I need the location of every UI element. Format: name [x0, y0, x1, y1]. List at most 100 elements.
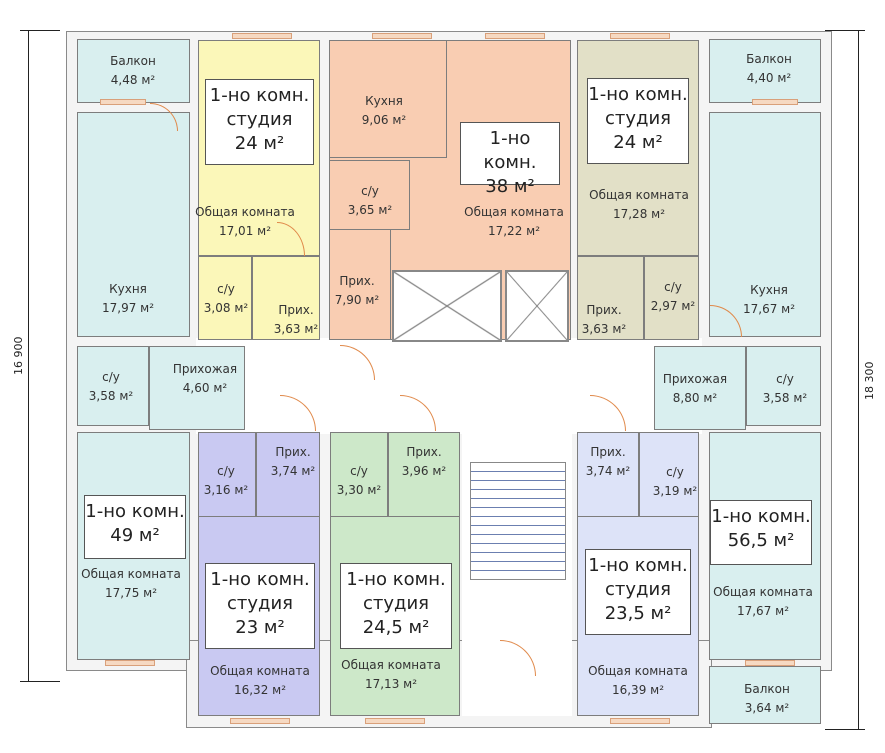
room-area: 3,63 м² [581, 322, 627, 336]
room-balcony-br [709, 666, 821, 724]
room-name: Общая комната [81, 567, 181, 581]
dimension-line-left [28, 30, 29, 682]
room-name: Кухня [365, 94, 403, 108]
room-name: Балкон [110, 54, 156, 68]
apt-type: 1-но комн. [483, 128, 537, 173]
room-area: 17,28 м² [612, 207, 666, 221]
apartment-label-purple: 1-но комн. студия 23 м² [205, 563, 315, 649]
room-area: 3,64 м² [744, 701, 790, 715]
room-area: 17,67 м² [742, 302, 796, 316]
room-name: Прих. [275, 445, 311, 459]
room-label: с/у 3,30 м² [337, 462, 381, 500]
apt-subtype: студия [226, 593, 293, 614]
apt-area: 38 м² [485, 176, 535, 197]
room-name: Балкон [744, 682, 790, 696]
elevator-shaft [392, 270, 502, 342]
room-name: Прих. [406, 445, 442, 459]
room-name: с/у [350, 464, 368, 478]
room-label: Общая комната 17,28 м² [589, 186, 689, 224]
apartment-label-left: 1-но комн.49 м² [84, 495, 186, 559]
apt-subtype: студия [604, 579, 671, 600]
room-area: 2,97 м² [650, 299, 696, 313]
room-y-hall [252, 256, 320, 340]
room-name: Прих. [586, 303, 622, 317]
room-area: 3,30 м² [336, 483, 382, 497]
apt-type: 1-но комн. [346, 569, 446, 590]
room-name: Общая комната [195, 205, 295, 219]
apt-area: 56,5 м² [727, 530, 795, 551]
apartment-label-orange: 1-но комн. 38 м² [460, 122, 560, 197]
window [610, 718, 670, 724]
dimension-tick [825, 30, 865, 31]
room-label: с/у 3,58 м² [89, 368, 133, 406]
room-area: 17,67 м² [736, 604, 790, 618]
window [232, 33, 292, 39]
room-name: Общая комната [713, 585, 813, 599]
room-name: Общая комната [210, 664, 310, 678]
apt-type: 1-но комн. [209, 85, 310, 106]
dimension-left-label: 16 900 [12, 336, 25, 376]
room-label: Прих. 3,74 м² [271, 443, 315, 481]
dimension-line-right [858, 30, 859, 730]
room-name: Прих. [590, 445, 626, 459]
room-label: Балкон 3,64 м² [744, 680, 790, 718]
apt-type: 1-но комн. [210, 569, 310, 590]
room-balcony-tl [77, 39, 190, 103]
room-g-hall [388, 432, 460, 517]
staircase [470, 462, 566, 580]
room-area: 8,80 м² [672, 391, 718, 405]
apt-type: 1-но комн. [711, 506, 811, 527]
room-area: 3,58 м² [88, 389, 134, 403]
room-p-hall [256, 432, 320, 517]
room-area: 4,60 м² [182, 381, 228, 395]
room-wc-l [77, 346, 149, 426]
room-balcony-tr [709, 39, 821, 103]
window [100, 99, 146, 105]
room-area: 16,39 м² [611, 683, 665, 697]
room-name: с/у [217, 282, 235, 296]
room-label: Прих.7,90 м² [335, 272, 379, 310]
room-kitchen-l [77, 112, 190, 337]
room-area: 17,75 м² [104, 586, 158, 600]
apt-area: 23,5 м² [604, 603, 672, 624]
apt-area: 24,5 м² [362, 617, 430, 638]
window [485, 33, 545, 39]
room-area: 9,06 м² [361, 113, 407, 127]
room-label: Общая комната 17,67 м² [713, 583, 813, 621]
room-label: Прих.3,96 м² [402, 443, 446, 481]
room-label: Прих.3,74 м² [586, 443, 630, 481]
window [372, 33, 432, 39]
room-label: Прих. 3,63 м² [582, 301, 626, 339]
room-name: с/у [666, 465, 684, 479]
room-wc-r [746, 346, 821, 426]
room-name: Прихожая [172, 362, 238, 376]
apt-area: 23 м² [235, 617, 285, 638]
window [752, 99, 798, 105]
room-name: с/у [102, 370, 120, 384]
room-name: Общая комната [589, 188, 689, 202]
room-kitchen-r [709, 112, 821, 337]
room-area: 17,01 м² [218, 224, 272, 238]
apt-type: 1-но комн. [588, 555, 688, 576]
room-area: 3,65 м² [347, 203, 393, 217]
room-area: 3,74 м² [270, 464, 316, 478]
room-name: Балкон [746, 52, 792, 66]
dimension-tick [20, 30, 60, 31]
room-hall-r [654, 346, 746, 430]
room-name: с/у [217, 464, 235, 478]
room-area: 3,16 м² [203, 483, 249, 497]
room-label: Прих.3,63 м² [274, 301, 318, 339]
